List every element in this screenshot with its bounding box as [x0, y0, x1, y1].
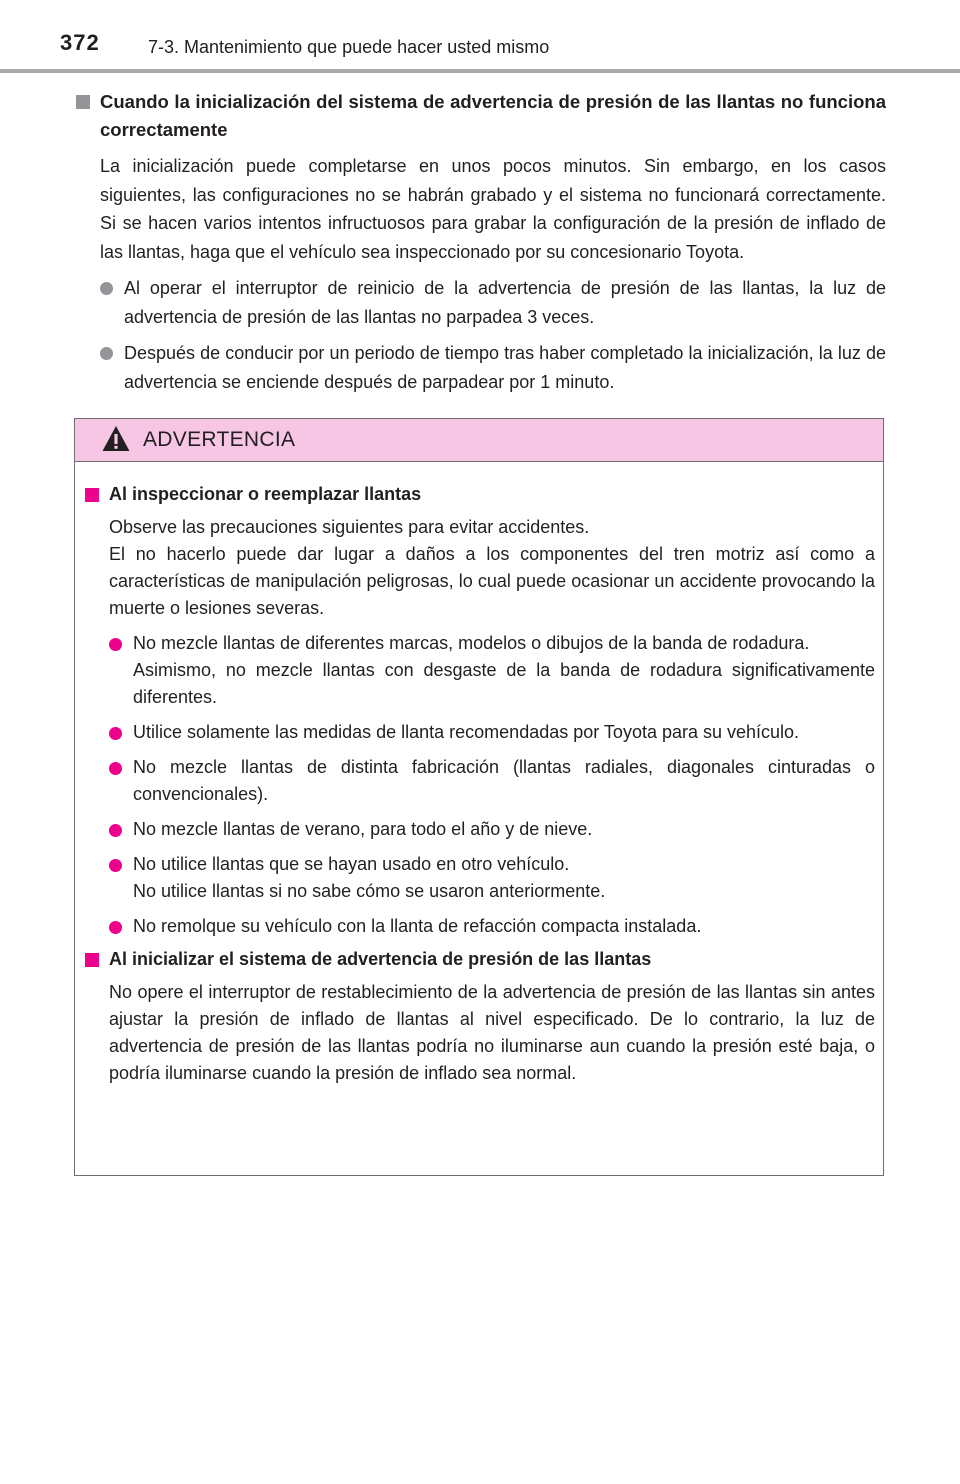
warning-subheading: Al inspeccionar o reemplazar llantas: [85, 481, 875, 508]
square-bullet-icon: [85, 488, 99, 502]
header-divider: [0, 69, 960, 73]
circle-bullet-icon: [109, 762, 122, 775]
warning-subheading: Al inicializar el sistema de advertencia…: [85, 946, 875, 973]
square-bullet-icon: [76, 95, 90, 109]
list-item: No remolque su vehículo con la llanta de…: [85, 913, 875, 940]
page-number: 372: [60, 30, 100, 55]
section-paragraph: La inicialización puede completarse en u…: [100, 156, 886, 262]
circle-bullet-icon: [100, 282, 113, 295]
square-bullet-icon: [85, 953, 99, 967]
circle-bullet-icon: [100, 347, 113, 360]
warning-paragraph: Observe las precauciones siguientes para…: [109, 517, 590, 537]
section-title: 7-3. Mantenimiento que puede hacer usted…: [148, 37, 550, 57]
list-item: Al operar el interruptor de reinicio de …: [76, 274, 886, 331]
list-item: No utilice llantas que se hayan usado en…: [85, 851, 875, 905]
section-heading: Cuando la inicialización del sistema de …: [76, 88, 886, 144]
warning-header: ADVERTENCIA: [75, 419, 883, 462]
list-item: No mezcle llantas de distinta fabricació…: [85, 754, 875, 808]
circle-bullet-icon: [109, 727, 122, 740]
warning-triangle-icon: [102, 426, 130, 451]
warning-paragraph: No opere el interruptor de restablecimie…: [109, 982, 875, 1083]
circle-bullet-icon: [109, 638, 122, 651]
circle-bullet-icon: [109, 921, 122, 934]
list-item: No mezcle llantas de verano, para todo e…: [85, 816, 875, 843]
list-item: Utilice solamente las medidas de llanta …: [85, 719, 875, 746]
circle-bullet-icon: [109, 824, 122, 837]
warning-title: ADVERTENCIA: [143, 428, 296, 451]
warning-paragraph: El no hacerlo puede dar lugar a daños a …: [109, 544, 875, 618]
list-item: No mezcle llantas de diferentes marcas, …: [85, 630, 875, 711]
initialization-section: Cuando la inicialización del sistema de …: [76, 88, 886, 396]
warning-box: ADVERTENCIA Al inspeccionar o reemplazar…: [74, 418, 884, 1176]
list-item: Después de conducir por un periodo de ti…: [76, 339, 886, 396]
circle-bullet-icon: [109, 859, 122, 872]
page-header: 372 7-3. Mantenimiento que puede hacer u…: [0, 0, 960, 76]
warning-content: Al inspeccionar o reemplazar llantas Obs…: [85, 481, 875, 1087]
